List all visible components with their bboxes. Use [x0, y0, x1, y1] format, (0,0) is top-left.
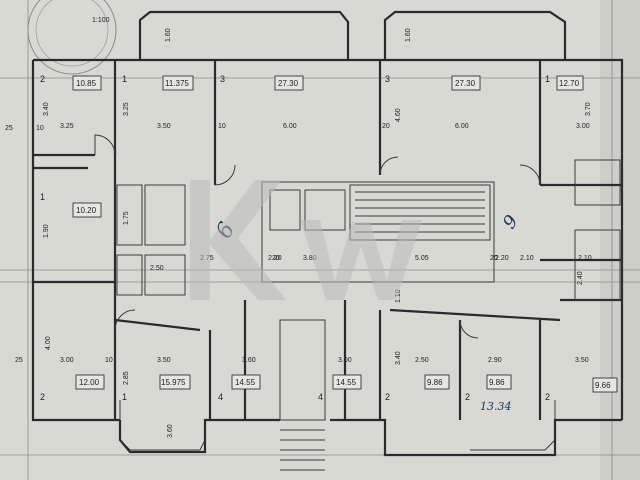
watermark-logo	[190, 180, 422, 300]
room-area-labels: 10.85 11.375 27.30 27.30 12.70 10.20 12.…	[72, 75, 618, 393]
interior-walls	[33, 60, 622, 420]
svg-text:3.50: 3.50	[157, 123, 171, 130]
svg-text:15.975: 15.975	[161, 378, 186, 387]
room-numbers: 2 1 3 3 1 1 2 1 4 4 2 2 2	[40, 74, 550, 402]
bathrooms	[116, 159, 621, 301]
svg-text:1: 1	[40, 192, 45, 202]
svg-text:2: 2	[545, 392, 550, 402]
svg-text:25: 25	[15, 357, 23, 364]
svg-text:3.25: 3.25	[60, 123, 74, 130]
room-label: 12.70	[556, 75, 584, 91]
svg-text:3.80: 3.80	[303, 255, 317, 262]
room-label: 9.86	[486, 374, 512, 390]
svg-text:10: 10	[105, 357, 113, 364]
svg-text:2.10: 2.10	[578, 255, 592, 262]
svg-text:9.66: 9.66	[595, 381, 611, 390]
svg-text:10.20: 10.20	[76, 206, 97, 215]
svg-text:1.10: 1.10	[395, 289, 402, 303]
svg-text:3.00: 3.00	[338, 357, 352, 364]
svg-text:1: 1	[122, 392, 127, 402]
svg-text:4.00: 4.00	[45, 336, 52, 350]
room-label: 9.66	[592, 377, 618, 393]
svg-text:2.20: 2.20	[268, 255, 282, 262]
svg-text:3.40: 3.40	[395, 351, 402, 365]
dimension-labels: 3.40 3.25 3.25 3.50 6.00 4.60 6.00 3.70 …	[43, 28, 592, 438]
svg-text:10: 10	[218, 123, 226, 130]
svg-text:3.60: 3.60	[242, 357, 256, 364]
svg-text:27.30: 27.30	[455, 79, 476, 88]
door-swings	[94, 134, 541, 339]
svg-text:3.40: 3.40	[43, 102, 50, 116]
svg-text:2: 2	[385, 392, 390, 402]
svg-text:3.00: 3.00	[60, 357, 74, 364]
svg-text:20: 20	[490, 255, 498, 262]
svg-text:3.60: 3.60	[167, 424, 174, 438]
svg-text:13.34: 13.34	[480, 400, 512, 413]
room-label: 27.30	[274, 75, 304, 91]
svg-text:20: 20	[382, 123, 390, 130]
svg-text:3.70: 3.70	[585, 102, 592, 116]
svg-text:3.50: 3.50	[575, 357, 589, 364]
room-label: 12.00	[75, 374, 105, 390]
svg-text:3.00: 3.00	[576, 123, 590, 130]
svg-text:4: 4	[318, 392, 323, 402]
svg-text:2.50: 2.50	[415, 357, 429, 364]
svg-text:2: 2	[465, 392, 470, 402]
room-label: 27.30	[451, 75, 481, 91]
svg-text:14.55: 14.55	[336, 378, 357, 387]
svg-text:14.55: 14.55	[235, 378, 256, 387]
svg-text:9.86: 9.86	[489, 378, 505, 387]
svg-text:2.40: 2.40	[577, 271, 584, 285]
svg-text:9.86: 9.86	[427, 378, 443, 387]
room-label: 15.975	[159, 374, 191, 390]
room-label: 14.55	[332, 374, 362, 390]
svg-text:1.60: 1.60	[165, 28, 172, 42]
svg-text:2.10: 2.10	[520, 255, 534, 262]
svg-text:1.60: 1.60	[405, 28, 412, 42]
svg-text:4: 4	[218, 392, 223, 402]
svg-text:12.70: 12.70	[559, 79, 580, 88]
svg-text:20: 20	[272, 255, 280, 262]
svg-text:1: 1	[122, 74, 127, 84]
svg-text:3: 3	[220, 74, 225, 84]
svg-text:2.85: 2.85	[123, 371, 130, 385]
room-label: 14.55	[231, 374, 261, 390]
svg-text:6.00: 6.00	[455, 123, 469, 130]
stamp-text: 1:100	[92, 17, 110, 24]
wall-thickness-marks: 10 20 25 10 20 10 25 20	[5, 123, 498, 364]
svg-text:10: 10	[36, 125, 44, 132]
svg-text:2.20: 2.20	[495, 255, 509, 262]
svg-text:25: 25	[5, 125, 13, 132]
svg-text:3.25: 3.25	[123, 102, 130, 116]
svg-text:10.85: 10.85	[76, 79, 97, 88]
svg-text:3: 3	[385, 74, 390, 84]
svg-text:2: 2	[40, 74, 45, 84]
svg-text:1.90: 1.90	[43, 224, 50, 238]
svg-text:5.05: 5.05	[415, 255, 429, 262]
approval-stamp: 1:100	[27, 0, 117, 75]
svg-text:6.00: 6.00	[283, 123, 297, 130]
svg-text:11.375: 11.375	[165, 79, 189, 88]
svg-text:2.90: 2.90	[488, 357, 502, 364]
room-label: 10.85	[72, 75, 102, 91]
svg-text:1: 1	[545, 74, 550, 84]
room-label: 10.20	[72, 202, 102, 218]
room-label: 9.86	[424, 374, 450, 390]
room-label: 11.375	[162, 75, 194, 91]
svg-text:27.30: 27.30	[278, 79, 299, 88]
svg-text:12.00: 12.00	[79, 378, 100, 387]
svg-text:3.50: 3.50	[157, 357, 171, 364]
svg-text:2.50: 2.50	[150, 265, 164, 272]
svg-text:4.60: 4.60	[395, 108, 402, 122]
svg-text:2: 2	[40, 392, 45, 402]
svg-text:1.75: 1.75	[123, 211, 130, 225]
